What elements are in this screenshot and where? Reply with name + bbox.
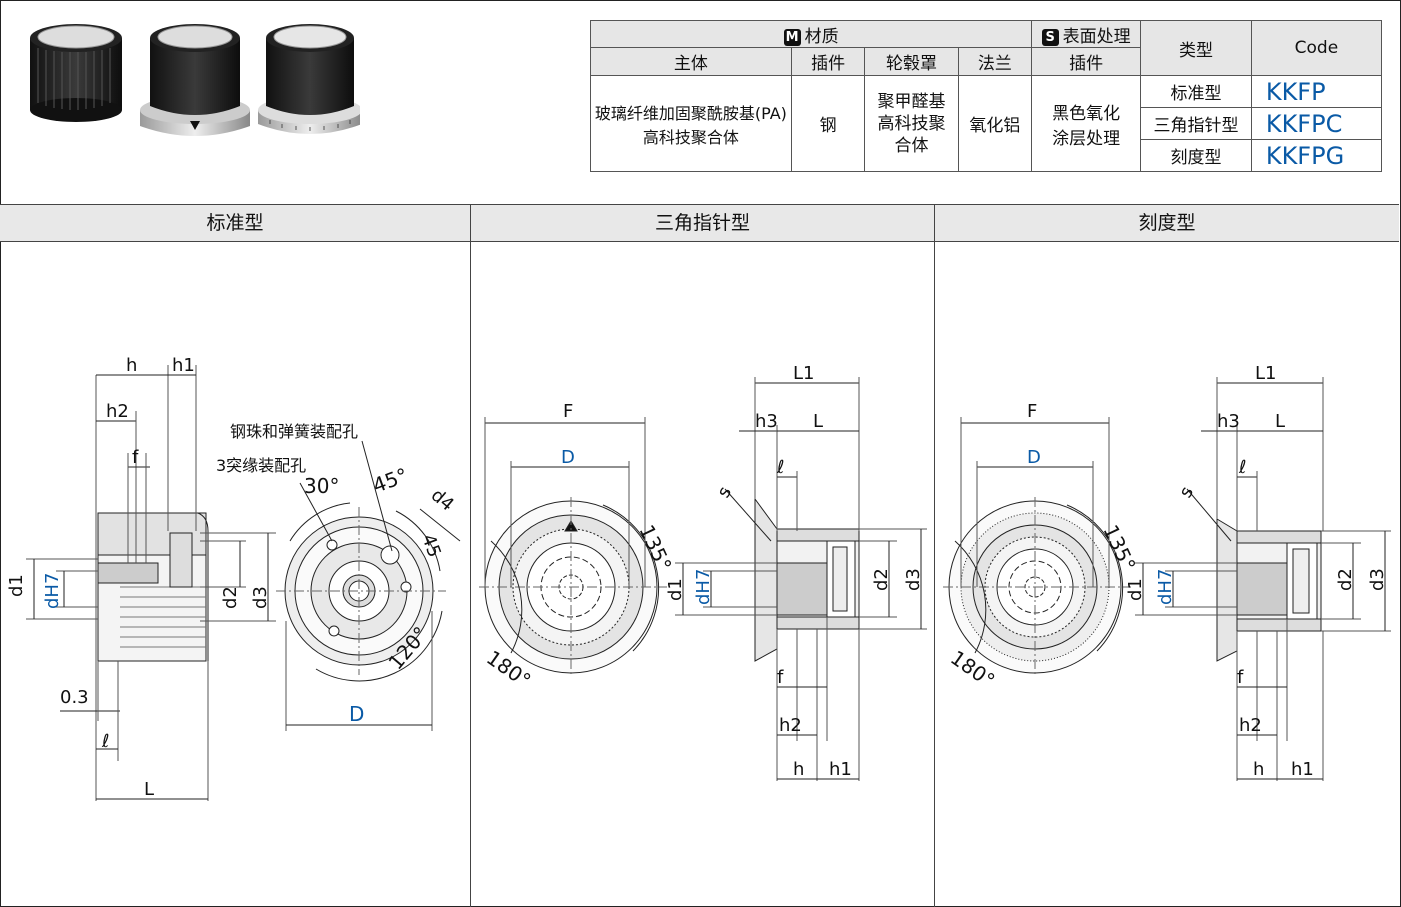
scale-label-dh7: dH7 <box>1155 569 1176 605</box>
standard-drawing: h h1 h2 f d1 dH7 d2 d3 0.3 ℓ L 钢珠和弹簧装配孔 … <box>6 355 461 801</box>
hub-cover-line2: 高科技聚 <box>877 113 946 134</box>
std-label-h1: h1 <box>172 355 195 376</box>
scale-label-d3: d3 <box>1367 568 1388 591</box>
tri-label-l: ℓ <box>776 457 784 478</box>
std-note-ball: 钢珠和弹簧装配孔 <box>230 422 358 441</box>
tri-label-D: D <box>561 447 575 468</box>
std-label-30: 30° <box>304 474 339 498</box>
product-photos <box>30 24 360 136</box>
type-standard: 标准型 <box>1140 75 1252 108</box>
std-label-L: L <box>144 779 154 800</box>
body-value-line2: 高科技聚合体 <box>642 127 739 147</box>
tri-label-d1: d1 <box>665 578 686 601</box>
col-body: 主体 <box>590 47 792 76</box>
scale-label-L1: L1 <box>1255 363 1276 384</box>
scale-label-h1: h1 <box>1291 759 1314 780</box>
scale-label-h3: h3 <box>1217 411 1240 432</box>
product-scale-photo <box>258 24 360 134</box>
product-standard-photo <box>30 24 122 122</box>
section-divider-1 <box>470 204 471 907</box>
tri-label-dh7: dH7 <box>693 569 714 605</box>
std-label-d2: d2 <box>220 586 241 609</box>
tri-label-f: f <box>777 667 784 688</box>
scale-label-d2: d2 <box>1335 568 1356 591</box>
std-label-d4: d4 <box>427 485 458 516</box>
surface-value: 黑色氧化涂层处理 <box>1031 75 1142 172</box>
std-label-h: h <box>126 355 137 376</box>
hub-cover-line3: 合体 <box>894 135 929 156</box>
surface-header-label: 表面处理 <box>1062 26 1131 47</box>
tri-label-s: s <box>713 483 736 502</box>
code-kkfp[interactable]: KKFP <box>1250 75 1383 108</box>
insert-value: 钢 <box>790 75 866 172</box>
scale-label-D: D <box>1027 447 1041 468</box>
scale-label-h2: h2 <box>1239 715 1262 736</box>
hub-cover-value: 聚甲醛基高科技聚合体 <box>864 75 959 172</box>
tri-label-h: h <box>793 759 804 780</box>
code-kkfpc[interactable]: KKFPC <box>1250 107 1383 140</box>
scale-label-d1: d1 <box>1125 578 1146 601</box>
std-label-d1: d1 <box>6 574 27 597</box>
code-kkfpg[interactable]: KKFPG <box>1250 139 1383 172</box>
scale-label-f: f <box>1237 667 1244 688</box>
section-triangle-header: 三角指针型 <box>471 204 934 242</box>
section-divider-2 <box>934 204 935 907</box>
type-header: 类型 <box>1140 20 1252 76</box>
code-header: Code <box>1250 20 1383 76</box>
std-label-dh7: dH7 <box>42 573 63 609</box>
type-triangle: 三角指针型 <box>1140 107 1252 140</box>
std-label-h2: h2 <box>106 401 129 422</box>
type-scale: 刻度型 <box>1140 139 1252 172</box>
surface-line1: 黑色氧化 <box>1052 103 1121 124</box>
std-label-f: f <box>132 447 139 468</box>
tri-label-h3: h3 <box>755 411 778 432</box>
body-value: 玻璃纤维加固聚酰胺基(PA) 高科技聚合体 <box>590 75 792 172</box>
section-scale-header: 刻度型 <box>935 204 1399 242</box>
surface-mark: S <box>1041 28 1059 46</box>
tri-label-h2: h2 <box>779 715 802 736</box>
product-triangle-photo <box>140 24 250 136</box>
surface-line2: 涂层处理 <box>1052 128 1121 149</box>
std-label-45deg: 45° <box>370 463 412 498</box>
flange-value: 氧化铝 <box>957 75 1033 172</box>
scale-label-L: L <box>1275 411 1285 432</box>
tri-label-d3: d3 <box>903 568 924 591</box>
material-header-label: 材质 <box>804 26 839 47</box>
scale-label-h: h <box>1253 759 1264 780</box>
body-value-line1: 玻璃纤维加固聚酰胺基(PA) <box>594 103 787 123</box>
col-flange: 法兰 <box>957 47 1033 76</box>
section-standard-header: 标准型 <box>0 204 470 242</box>
scale-drawing: F D 135° 180° L1 h3 L ℓ s d1 dH7 d2 d3 f… <box>943 363 1391 781</box>
scale-label-F: F <box>1027 401 1037 422</box>
tri-label-h1: h1 <box>829 759 852 780</box>
std-label-D: D <box>349 702 364 726</box>
std-note-flange: 3突缘装配孔 <box>216 456 306 475</box>
tri-label-L1: L1 <box>793 363 814 384</box>
col-surface-insert: 插件 <box>1031 47 1142 76</box>
std-label-d3: d3 <box>250 586 271 609</box>
std-label-l: ℓ <box>101 731 109 752</box>
scale-label-s: s <box>1175 483 1198 502</box>
scale-label-l: ℓ <box>1238 457 1246 478</box>
tri-label-d2: d2 <box>871 568 892 591</box>
triangle-drawing: F D 135° 180° L1 h3 L ℓ s d1 dH7 d2 d3 f… <box>479 363 927 781</box>
tri-label-F: F <box>563 401 573 422</box>
hub-cover-line1: 聚甲醛基 <box>877 91 946 112</box>
tri-label-L: L <box>813 411 823 432</box>
std-label-offset: 0.3 <box>60 687 89 708</box>
col-insert: 插件 <box>790 47 866 76</box>
col-hub-cover: 轮毂罩 <box>864 47 959 76</box>
material-mark: M <box>783 28 801 46</box>
